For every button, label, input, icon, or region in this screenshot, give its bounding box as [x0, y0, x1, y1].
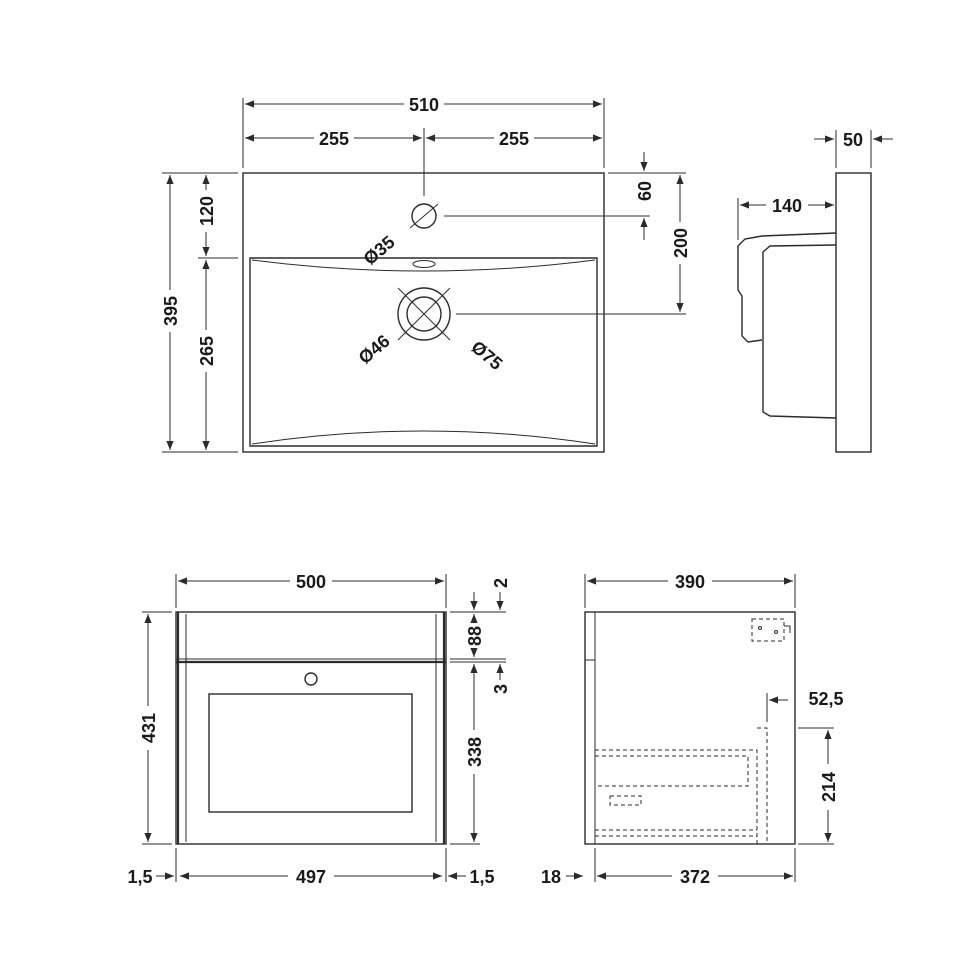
dim-front-1-5-left: 1,5 — [127, 867, 152, 887]
basin-side-view: 50 140 — [737, 130, 893, 453]
tap-hole — [411, 203, 437, 229]
dim-top-200: 200 — [671, 228, 691, 258]
dim-front-497: 497 — [296, 867, 326, 887]
dim-top-255-left: 255 — [319, 129, 349, 149]
dim-top-120: 120 — [197, 196, 217, 226]
cabinet-side-outline — [584, 611, 796, 845]
waste-inner-circle — [406, 296, 442, 332]
waste-outer-circle — [397, 287, 451, 341]
dim-top-265: 265 — [197, 336, 217, 366]
dim-front-2: 2 — [491, 578, 511, 588]
dim-front-3: 3 — [491, 684, 511, 694]
cabinet-front-view: 500 431 2 88 3 338 1,5 497 1,5 — [127, 572, 511, 887]
dim-front-431: 431 — [139, 713, 159, 743]
bowl-outline — [249, 257, 598, 447]
dim-side-140: 140 — [772, 196, 802, 216]
basin-side-slab — [835, 172, 872, 453]
dim-front-1-5-right: 1,5 — [469, 867, 494, 887]
dim-front-88: 88 — [465, 626, 485, 646]
dim-top-395: 395 — [161, 296, 181, 326]
cabinet-outline — [175, 611, 447, 845]
dim-front-500: 500 — [296, 572, 326, 592]
basin-outline — [242, 172, 605, 453]
bowl-curve-bottom — [251, 430, 596, 445]
label-tap-diameter: Ø35 — [360, 232, 399, 269]
dim-top-510: 510 — [409, 95, 439, 115]
dim-side-50: 50 — [843, 130, 863, 150]
label-waste-outer-diameter: Ø75 — [467, 337, 506, 374]
dim-side-214: 214 — [819, 772, 839, 802]
dim-side-18: 18 — [541, 867, 561, 887]
door-handle — [304, 672, 318, 686]
trap-outlet — [751, 618, 785, 642]
drawer-handle-hidden — [609, 795, 642, 806]
dim-top-60: 60 — [635, 181, 655, 201]
label-waste-inner-diameter: Ø46 — [355, 331, 394, 368]
overflow-slot — [412, 260, 436, 268]
dim-front-338: 338 — [465, 737, 485, 767]
cabinet-side-view: 390 18 372 52,5 214 — [541, 572, 844, 887]
basin-side-inner — [762, 244, 837, 419]
dim-side-52-5: 52,5 — [808, 689, 843, 709]
dim-top-255-right: 255 — [499, 129, 529, 149]
door-panel — [208, 693, 413, 813]
dim-side-390: 390 — [675, 572, 705, 592]
top-plan-view: 510 255 255 395 120 265 60 200 — [161, 95, 691, 453]
basin-side-profile — [737, 232, 837, 343]
dim-side-372: 372 — [680, 867, 710, 887]
bowl-curve-top — [251, 259, 596, 272]
